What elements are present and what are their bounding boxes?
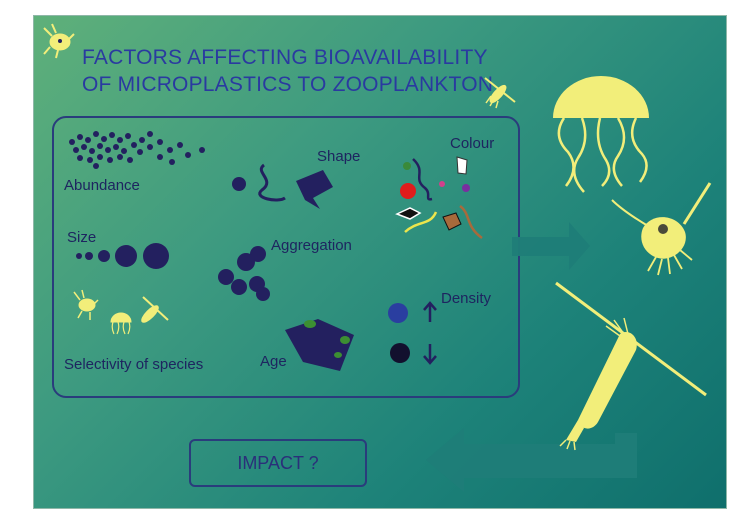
arrow-down-icon (424, 344, 436, 363)
selectivity-organisms (74, 290, 168, 334)
nauplius-icon (44, 24, 74, 58)
arrow-left-icon (426, 428, 637, 492)
arrow-right-icon (512, 222, 590, 270)
density-indicators (388, 303, 436, 363)
age-particle (285, 319, 354, 371)
size-circles (76, 243, 169, 269)
arrow-up-icon (424, 303, 436, 322)
jellyfish-icon (553, 76, 649, 192)
shrimp-larva-icon (556, 283, 706, 450)
copepod-icon (485, 78, 515, 108)
colour-particles (397, 157, 482, 238)
nauplius-larva-icon (612, 183, 710, 275)
shape-particles (232, 165, 333, 209)
abundance-dots (69, 131, 205, 169)
aggregation-cluster (218, 246, 270, 301)
